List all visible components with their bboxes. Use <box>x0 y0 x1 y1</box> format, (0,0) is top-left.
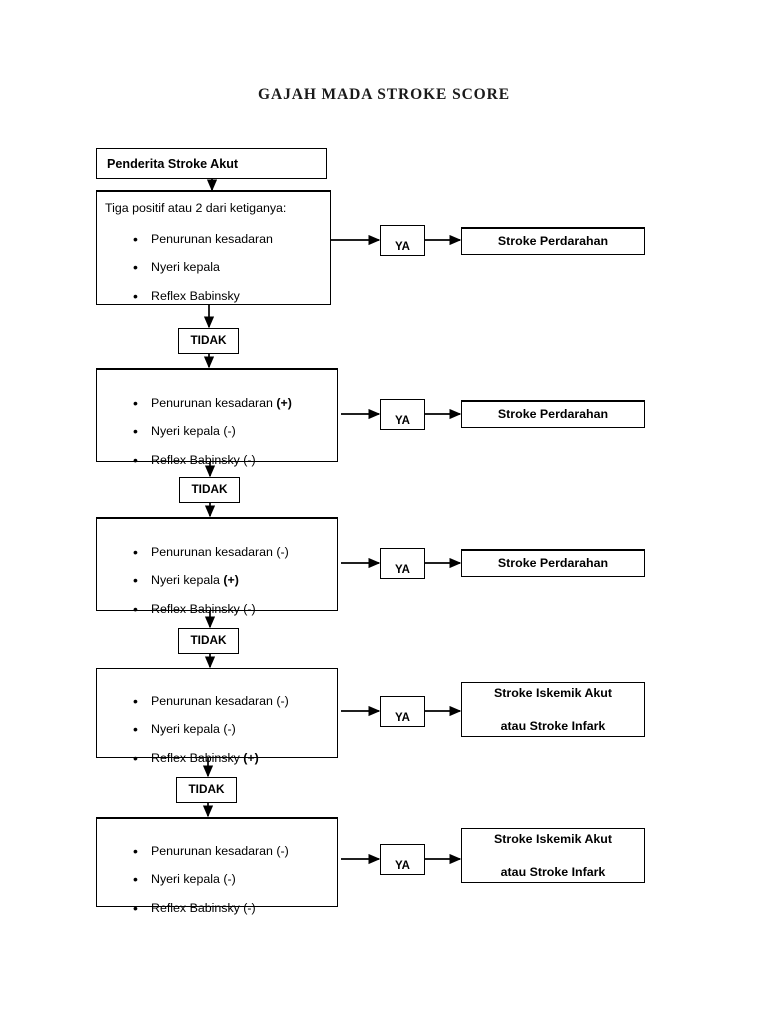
yes-label: YA <box>395 711 410 724</box>
criterion-mark: (-) <box>276 694 289 708</box>
criterion-mark: (-) <box>223 872 236 887</box>
page-title: GAJAH MADA STROKE SCORE <box>258 86 510 103</box>
list-item: Nyeri kepala (+) <box>97 573 337 588</box>
criterion-label: Penurunan kesadaran <box>151 545 273 559</box>
criterion-mark: (-) <box>276 844 289 858</box>
criterion-mark: (+) <box>243 750 259 765</box>
yes-label: YA <box>395 859 410 872</box>
criterion-label: Reflex Babinsky <box>151 288 240 303</box>
list-item: Penurunan kesadaran (+) <box>97 396 337 410</box>
list-item: Reflex Babinsky (-) <box>97 900 337 915</box>
outcome-box-1: Stroke Perdarahan <box>461 227 645 255</box>
outcome-box-4: Stroke Iskemik Akut atau Stroke Infark <box>461 682 645 737</box>
no-label: TIDAK <box>190 333 227 348</box>
decision-5-criteria-list: Penurunan kesadaran (-) Nyeri kepala (-)… <box>97 826 337 915</box>
no-node-4: TIDAK <box>176 777 237 803</box>
list-item: Reflex Babinsky (+) <box>97 750 337 765</box>
yes-label: YA <box>395 414 410 427</box>
decision-box-5: Penurunan kesadaran (-) Nyeri kepala (-)… <box>96 817 338 915</box>
outcome-line: Stroke Iskemik Akut <box>494 832 612 847</box>
criterion-mark: (-) <box>276 545 289 559</box>
criterion-label: Reflex Babinsky <box>151 900 240 915</box>
yes-node-1: YA <box>380 225 425 256</box>
criterion-mark: (-) <box>243 452 256 467</box>
start-box: Penderita Stroke Akut <box>96 148 327 179</box>
criterion-mark: (-) <box>243 900 256 915</box>
criterion-label: Penurunan kesadaran <box>151 396 273 410</box>
yes-node-2: YA <box>380 399 425 430</box>
decision-box-3: Penurunan kesadaran (-) Nyeri kepala (+)… <box>96 517 338 616</box>
decision-2-criteria-list: Penurunan kesadaran (+) Nyeri kepala (-)… <box>97 377 337 467</box>
list-item: Nyeri kepala (-) <box>97 722 337 737</box>
outcome-box-3: Stroke Perdarahan <box>461 549 645 577</box>
criterion-label: Nyeri kepala <box>151 573 220 588</box>
no-label: TIDAK <box>190 633 227 648</box>
no-node-2: TIDAK <box>179 477 240 503</box>
yes-label: YA <box>395 240 410 253</box>
criterion-label: Reflex Babinsky <box>151 601 240 616</box>
list-item: Nyeri kepala (-) <box>97 872 337 887</box>
no-label: TIDAK <box>188 782 225 797</box>
outcome-line: Stroke Perdarahan <box>497 556 609 571</box>
no-label: TIDAK <box>191 482 228 497</box>
criterion-mark: (+) <box>276 396 292 410</box>
list-item: Nyeri kepala (-) <box>97 424 337 439</box>
criterion-label: Penurunan kesadaran <box>151 232 273 246</box>
decision-box-2: Penurunan kesadaran (+) Nyeri kepala (-)… <box>96 368 338 467</box>
outcome-line: atau Stroke Infark <box>500 864 606 879</box>
outcome-line: Stroke Iskemik Akut <box>494 686 612 701</box>
decision-1-criteria-list: Penurunan kesadaran Nyeri kepala Reflex … <box>97 232 330 303</box>
yes-label: YA <box>395 563 410 576</box>
outcome-line: Stroke Perdarahan <box>497 234 609 249</box>
outcome-line: atau Stroke Infark <box>500 718 606 733</box>
list-item: Reflex Babinsky (-) <box>97 452 337 467</box>
outcome-box-2: Stroke Perdarahan <box>461 400 645 428</box>
criterion-mark: (+) <box>223 573 239 588</box>
yes-node-3: YA <box>380 548 425 579</box>
criterion-label: Penurunan kesadaran <box>151 694 273 708</box>
list-item: Penurunan kesadaran <box>97 232 330 246</box>
yes-node-4: YA <box>380 696 425 727</box>
criterion-label: Nyeri kepala <box>151 722 220 737</box>
list-item: Penurunan kesadaran (-) <box>97 545 337 559</box>
no-node-1: TIDAK <box>178 328 239 354</box>
yes-node-5: YA <box>380 844 425 875</box>
decision-4-criteria-list: Penurunan kesadaran (-) Nyeri kepala (-)… <box>97 676 337 765</box>
outcome-box-5: Stroke Iskemik Akut atau Stroke Infark <box>461 828 645 883</box>
decision-1-header: Tiga positif atau 2 dari ketiganya: <box>105 201 287 215</box>
list-item: Penurunan kesadaran (-) <box>97 844 337 858</box>
criterion-label: Nyeri kepala <box>151 872 220 887</box>
decision-3-criteria-list: Penurunan kesadaran (-) Nyeri kepala (+)… <box>97 526 337 616</box>
list-item: Reflex Babinsky (-) <box>97 601 337 616</box>
criterion-label: Penurunan kesadaran <box>151 844 273 858</box>
criterion-label: Reflex Babinsky <box>151 452 240 467</box>
criterion-mark: (-) <box>223 424 236 439</box>
list-item: Penurunan kesadaran (-) <box>97 694 337 708</box>
criterion-label: Reflex Babinsky <box>151 750 240 765</box>
decision-box-4: Penurunan kesadaran (-) Nyeri kepala (-)… <box>96 668 338 765</box>
criterion-mark: (-) <box>223 722 236 737</box>
start-box-label: Penderita Stroke Akut <box>107 156 239 171</box>
outcome-line: Stroke Perdarahan <box>497 407 609 422</box>
list-item: Nyeri kepala <box>97 260 330 275</box>
criterion-mark: (-) <box>243 601 256 616</box>
list-item: Reflex Babinsky <box>97 288 330 303</box>
no-node-3: TIDAK <box>178 628 239 654</box>
criterion-label: Nyeri kepala <box>151 424 220 439</box>
decision-box-1: Tiga positif atau 2 dari ketiganya: Penu… <box>96 190 331 305</box>
criterion-label: Nyeri kepala <box>151 260 220 275</box>
